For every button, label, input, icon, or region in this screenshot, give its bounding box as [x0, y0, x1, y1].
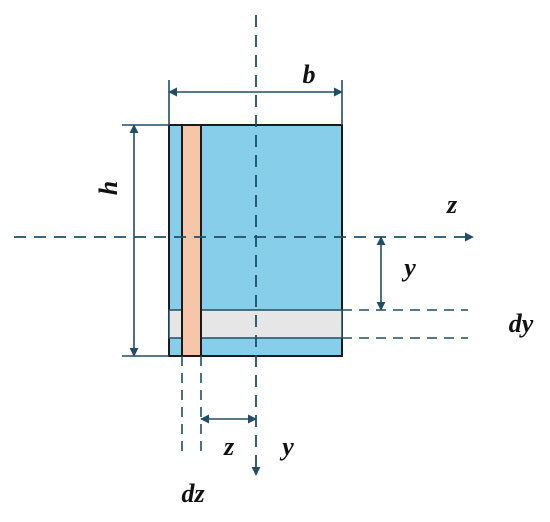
strip-thickness-label: dy: [509, 309, 534, 338]
fiber-thickness-label: dz: [181, 479, 205, 508]
height-label: h: [94, 181, 123, 195]
z-axis-label: z: [446, 190, 458, 219]
fiber-offset-label: z: [223, 432, 235, 461]
vertical-strip-dz: [181, 124, 202, 357]
width-label: b: [303, 60, 316, 89]
strip-offset-label: y: [401, 253, 416, 282]
y-axis-label: y: [279, 432, 294, 461]
